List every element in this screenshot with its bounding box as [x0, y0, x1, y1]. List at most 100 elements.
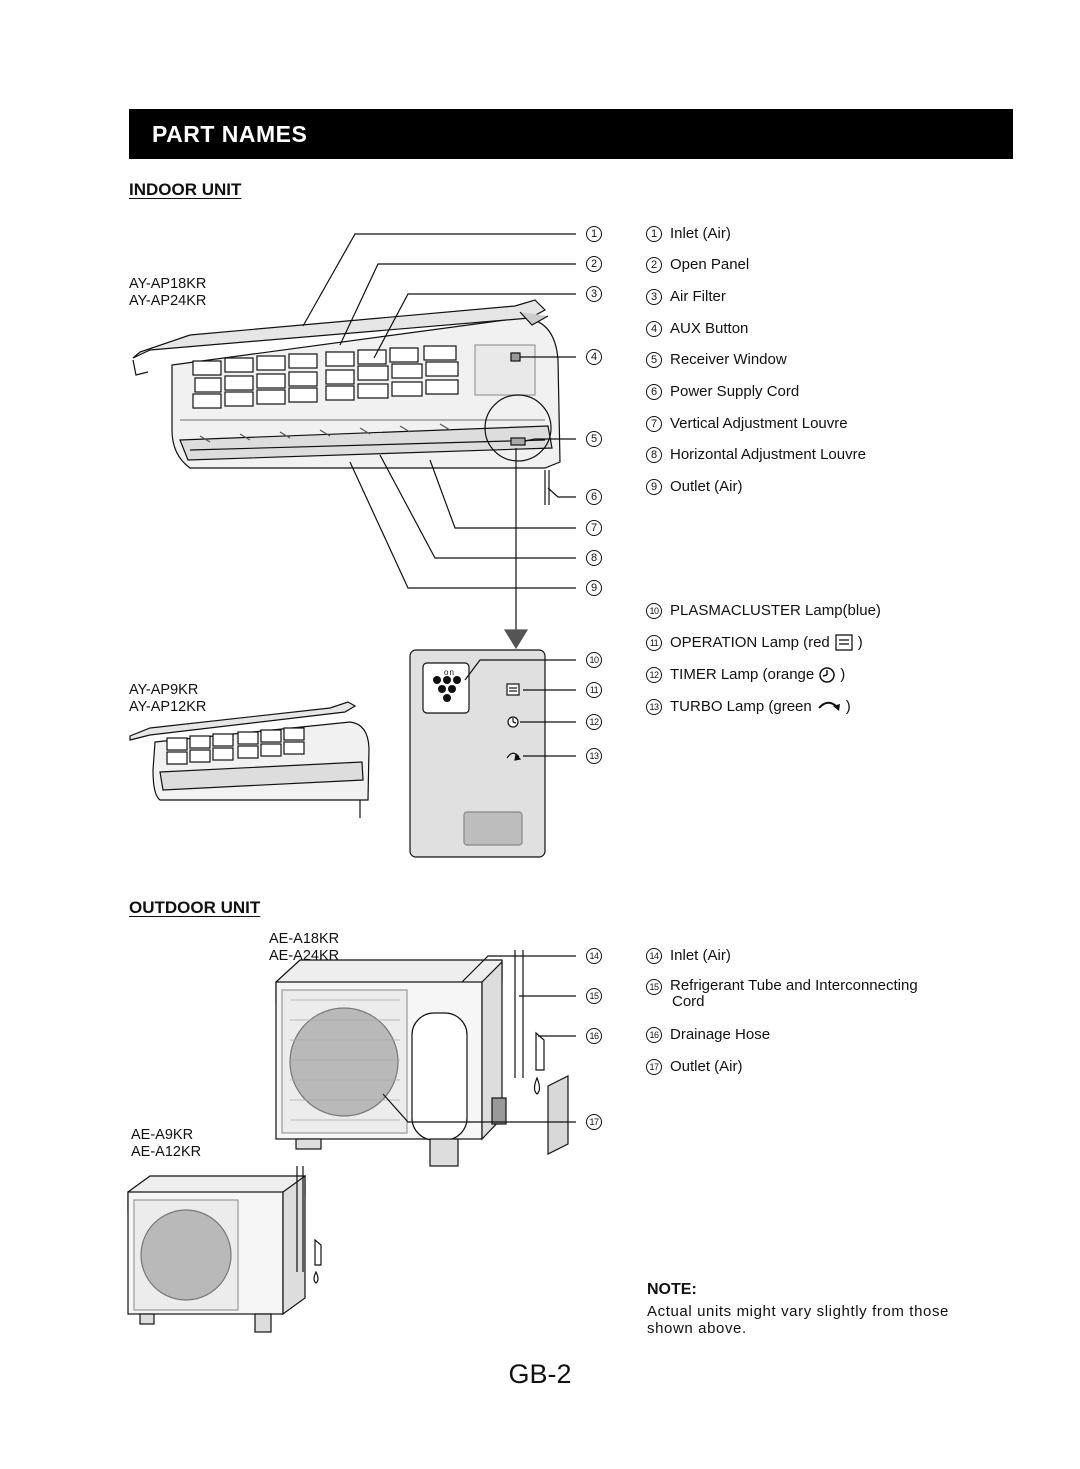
model-label: AY-AP12KR	[129, 699, 207, 715]
legend-item: 4 AUX Button	[646, 320, 748, 337]
model-label: AE-A12KR	[131, 1144, 202, 1160]
outdoor-leader-lines	[382, 955, 576, 1123]
legend-label: Inlet (Air)	[670, 225, 731, 242]
indoor-unit-small-drawing	[129, 701, 370, 818]
title-banner	[129, 109, 1013, 159]
model-label: AE-A9KR	[131, 1127, 194, 1143]
callout-7: 7	[586, 520, 602, 536]
legend-label: AUX Button	[670, 320, 749, 337]
legend-number: 1	[646, 226, 662, 242]
legend-number: 11	[646, 635, 662, 651]
legend-suffix: )	[840, 666, 846, 683]
legend-number: 6	[646, 384, 662, 400]
indoor-small-models: AY-AP9KR AY-AP12KR	[129, 682, 206, 716]
legend-item: 6 Power Supply Cord	[646, 383, 799, 400]
outdoor-unit-small-drawing	[127, 1166, 322, 1333]
legend-label-line: Cord	[672, 993, 705, 1010]
legend-item: 12 TIMER Lamp (orange )	[646, 666, 845, 684]
legend-number: 12	[646, 667, 662, 683]
legend-number: 5	[646, 352, 662, 368]
legend-label: Receiver Window	[670, 351, 787, 368]
page-title: PART NAMES	[152, 121, 308, 147]
callout-15: 15	[586, 988, 602, 1004]
indoor-unit-large-drawing	[132, 299, 561, 505]
legend-label: Drainage Hose	[670, 1026, 771, 1043]
legend-number: 9	[646, 479, 662, 495]
legend-label: Vertical Adjustment Louvre	[670, 415, 848, 432]
indicator-panel-drawing	[409, 649, 546, 858]
callout-10: 10	[586, 652, 602, 668]
legend-label-line: Refrigerant Tube and Interconnecting	[670, 977, 918, 994]
legend-label: OPERATION Lamp (red	[670, 634, 830, 651]
turbo-lamp-icon	[817, 701, 840, 711]
callout-14: 14	[586, 948, 602, 964]
model-label: AE-A18KR	[269, 931, 340, 947]
model-label: AY-AP18KR	[129, 276, 207, 292]
outdoor-unit-large-drawing	[275, 950, 569, 1167]
legend-item: 10 PLASMACLUSTER Lamp(blue)	[646, 602, 881, 619]
legend-label: Inlet (Air)	[670, 947, 731, 964]
legend-item: 9 Outlet (Air)	[646, 478, 743, 495]
legend-item: 2 Open Panel	[646, 256, 749, 273]
callout-8: 8	[586, 550, 602, 566]
legend-item: 7 Vertical Adjustment Louvre	[646, 415, 848, 432]
callout-9: 9	[586, 580, 602, 596]
legend-number: 15	[646, 979, 662, 995]
model-label: AY-AP9KR	[129, 682, 199, 698]
legend-label: Horizontal Adjustment Louvre	[670, 446, 866, 463]
legend-suffix: )	[845, 698, 851, 715]
legend-number: 2	[646, 257, 662, 273]
callout-12: 12	[586, 714, 602, 730]
plasmacluster-on-mark: on	[444, 668, 455, 677]
legend-item: 11 OPERATION Lamp (red )	[646, 634, 863, 652]
legend-label: Outlet (Air)	[670, 478, 743, 495]
legend-item: 16 Drainage Hose	[646, 1026, 770, 1043]
legend-number: 13	[646, 699, 662, 715]
indoor-unit-heading: INDOOR UNIT	[129, 180, 242, 199]
callout-5: 5	[586, 431, 602, 447]
model-label: AY-AP24KR	[129, 293, 207, 309]
callout-4: 4	[586, 349, 602, 365]
callout-3: 3	[586, 286, 602, 302]
legend-item: 5 Receiver Window	[646, 351, 787, 368]
legend-item: 1 Inlet (Air)	[646, 225, 731, 242]
note-text: Actual units might vary slightly from th…	[647, 1303, 949, 1337]
callout-11: 11	[586, 682, 602, 698]
callout-1: 1	[586, 226, 602, 242]
callout-6: 6	[586, 489, 602, 505]
legend-label: TIMER Lamp (orange	[670, 666, 815, 683]
legend-number: 10	[646, 603, 662, 619]
legend-label: Outlet (Air)	[670, 1058, 743, 1075]
timer-lamp-icon	[819, 667, 835, 683]
legend-label: TURBO Lamp (green	[670, 698, 812, 715]
operation-lamp-icon	[835, 634, 853, 651]
callout-16: 16	[586, 1028, 602, 1044]
legend-number: 7	[646, 416, 662, 432]
legend-number: 17	[646, 1059, 662, 1075]
legend-label: Open Panel	[670, 256, 750, 273]
note-heading: NOTE:	[647, 1281, 697, 1298]
outdoor-unit-heading: OUTDOOR UNIT	[129, 898, 261, 917]
legend-number: 8	[646, 447, 662, 463]
outdoor-small-models: AE-A9KR AE-A12KR	[131, 1127, 201, 1161]
legend-suffix: )	[857, 634, 863, 651]
legend-item: 8 Horizontal Adjustment Louvre	[646, 446, 866, 463]
callout-13: 13	[586, 748, 602, 764]
legend-label: PLASMACLUSTER Lamp(blue)	[670, 602, 881, 619]
legend-number: 4	[646, 321, 662, 337]
indoor-leader-lines	[302, 233, 576, 589]
legend-item: 17 Outlet (Air)	[646, 1058, 743, 1075]
panel-leader-lines	[464, 659, 576, 757]
legend-item: 14 Inlet (Air)	[646, 947, 731, 964]
legend-number: 14	[646, 948, 662, 964]
legend-label: Power Supply Cord	[670, 383, 800, 400]
legend-item: 13 TURBO Lamp (green )	[646, 698, 851, 716]
legend-number: 16	[646, 1027, 662, 1043]
indoor-large-models: AY-AP18KR AY-AP24KR	[129, 276, 206, 310]
page-number: GB-2	[508, 1359, 572, 1389]
callout-2: 2	[586, 256, 602, 272]
